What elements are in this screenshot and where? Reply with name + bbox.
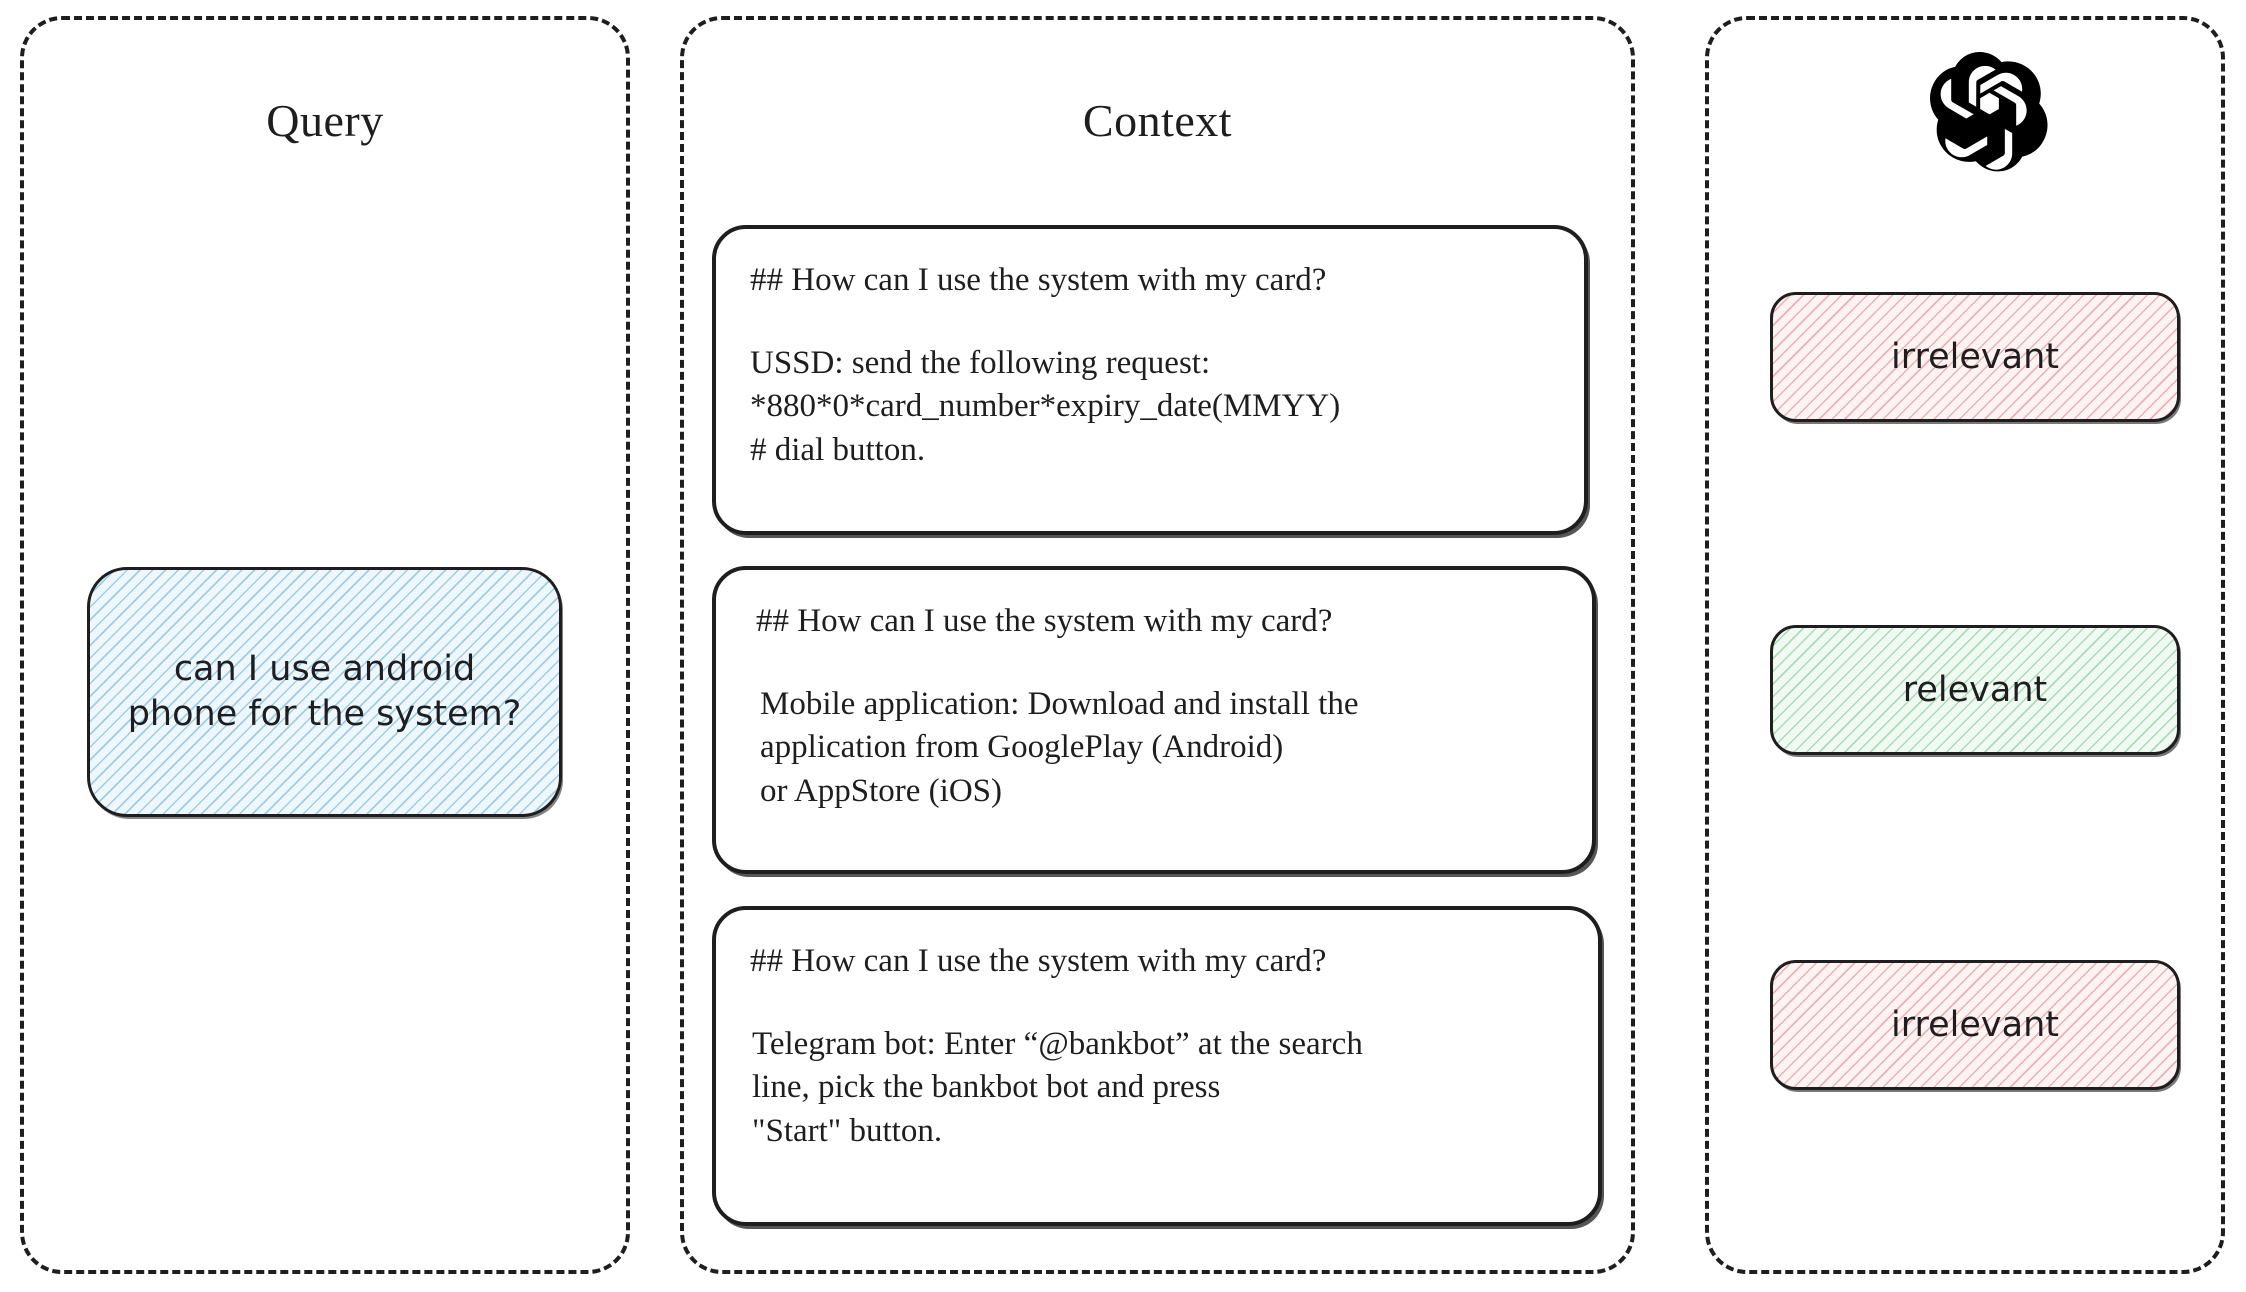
- verdict-badge-label: irrelevant: [1891, 337, 2059, 377]
- openai-logo-icon: [1922, 52, 2048, 178]
- context-card-body: Telegram bot: Enter “@bankbot” at the se…: [752, 1025, 1363, 1149]
- verdict-badge[interactable]: relevant: [1770, 625, 2180, 755]
- context-card[interactable]: ## How can I use the system with my card…: [712, 906, 1602, 1226]
- query-panel-frame: [20, 16, 630, 1274]
- context-panel-title: Context: [1082, 95, 1233, 146]
- context-card-body: Mobile application: Download and install…: [760, 685, 1359, 809]
- verdict-badge-label: relevant: [1902, 670, 2048, 710]
- query-bubble[interactable]: can I use android phone for the system?: [87, 567, 562, 817]
- context-card-body: USSD: send the following request: *880*0…: [750, 344, 1341, 468]
- verdict-badge-label: irrelevant: [1891, 1005, 2059, 1045]
- context-panel-frame: [680, 16, 1635, 1274]
- context-card[interactable]: ## How can I use the system with my card…: [712, 225, 1588, 535]
- context-card-heading: ## How can I use the system with my card…: [750, 262, 1327, 298]
- context-card-heading: ## How can I use the system with my card…: [750, 943, 1327, 979]
- verdict-badge[interactable]: irrelevant: [1770, 292, 2180, 422]
- context-card-heading: ## How can I use the system with my card…: [756, 603, 1333, 639]
- verdict-panel-frame: [1705, 16, 2225, 1274]
- verdict-badge[interactable]: irrelevant: [1770, 960, 2180, 1090]
- query-panel-title: Query: [266, 95, 384, 146]
- context-card[interactable]: ## How can I use the system with my card…: [712, 566, 1596, 874]
- query-bubble-text: can I use android phone for the system?: [127, 649, 522, 734]
